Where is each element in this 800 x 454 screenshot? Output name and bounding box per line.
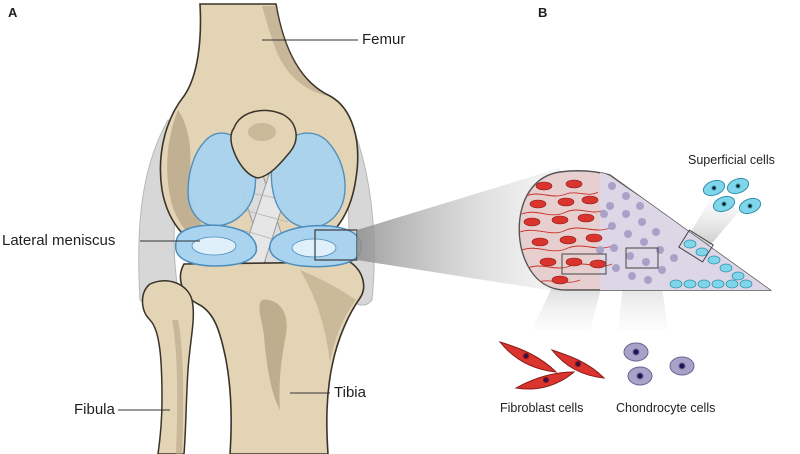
- panel-a-label: A: [8, 5, 18, 20]
- chondrocyte-layer: [596, 182, 678, 284]
- superficial-cells-label: Superficial cells: [688, 153, 775, 167]
- chondrocyte-cells-group: [623, 342, 695, 386]
- femur-shaft-shadow: [262, 6, 328, 96]
- tibia-label: Tibia: [334, 384, 366, 401]
- lateral-meniscus-label: Lateral meniscus: [2, 232, 116, 249]
- chondrocyte-cells-label: Chondrocyte cells: [616, 401, 716, 415]
- leader-lines: [118, 39, 358, 411]
- panel-b-label: B: [538, 5, 548, 20]
- femur-shadow: [167, 110, 220, 250]
- fibula-label: Fibula: [74, 401, 115, 418]
- tibia-shadow: [300, 270, 356, 362]
- articular-cartilage-medial: [270, 132, 346, 229]
- fibula-bone: [141, 280, 195, 454]
- superficial-layer: [669, 239, 753, 289]
- fibroblast-cells-group: [498, 341, 606, 390]
- meniscus-cross-section: [518, 170, 773, 330]
- fibroblast-cells-label: Fibroblast cells: [500, 401, 584, 415]
- patella: [230, 109, 297, 179]
- tibia-tubercle: [259, 299, 287, 410]
- superficial-cells-group: [702, 177, 762, 215]
- knee-illustration: [138, 3, 375, 454]
- zoom-cone: [357, 168, 560, 292]
- femur-label: Femur: [362, 31, 406, 48]
